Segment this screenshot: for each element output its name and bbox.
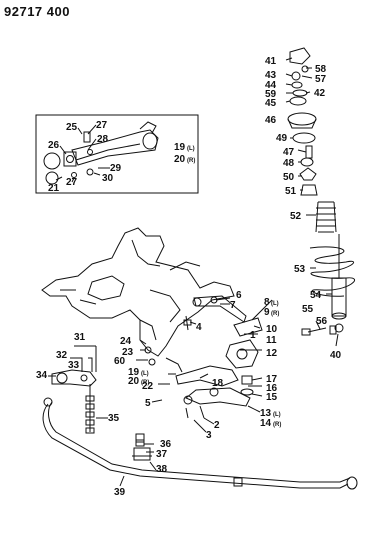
callout-35: 35 <box>108 413 120 424</box>
callout-36: 36 <box>160 439 172 450</box>
callout-31: 31 <box>74 332 86 343</box>
stabilizer-link-assembly <box>48 345 108 434</box>
callout-37: 37 <box>156 449 168 460</box>
callout-21: 21 <box>48 183 60 194</box>
callout-12: 12 <box>266 348 278 359</box>
callout-23: 23 <box>122 347 134 358</box>
callout-42: 42 <box>314 88 326 99</box>
callout-3: 3 <box>206 430 212 441</box>
callout-18: 18 <box>212 378 224 389</box>
callout-32: 32 <box>56 350 68 361</box>
callout-57: 57 <box>315 74 327 85</box>
callout-1: 1 <box>250 330 256 341</box>
callout-49: 49 <box>276 133 288 144</box>
callout-20-main-suffix: (R) <box>141 380 149 386</box>
callout-6: 6 <box>236 290 242 301</box>
callout-19-main: 19 <box>128 367 140 378</box>
callout-34: 34 <box>36 370 48 381</box>
callout-13: 13 <box>260 408 272 419</box>
stabilizer-bar <box>42 397 358 490</box>
callout-60: 60 <box>114 356 126 367</box>
callout-4: 4 <box>196 322 202 333</box>
callout-8-suffix: (L) <box>271 301 279 307</box>
callout-52: 52 <box>290 211 302 222</box>
callout-48: 48 <box>283 158 295 169</box>
callout-8: 8 <box>264 297 270 308</box>
callout-54: 54 <box>310 290 322 301</box>
callout-19-main-suffix: (L) <box>141 371 149 377</box>
callout-25: 25 <box>66 122 78 133</box>
callout-47: 47 <box>283 147 295 158</box>
callout-13-suffix: (L) <box>273 412 281 418</box>
callout-59: 59 <box>265 89 277 100</box>
callout-55: 55 <box>302 304 314 315</box>
callout-39: 39 <box>114 487 126 498</box>
callout-20-inset: 20 <box>174 154 186 165</box>
callout-33: 33 <box>68 360 80 371</box>
callout-24: 24 <box>120 336 132 347</box>
callout-50: 50 <box>283 172 295 183</box>
callout-10: 10 <box>266 324 278 335</box>
callout-28: 28 <box>97 134 109 145</box>
callout-2: 2 <box>214 420 220 431</box>
callout-20-inset-suffix: (R) <box>187 158 195 164</box>
callout-26: 26 <box>48 140 60 151</box>
diagram-code: 92717 400 <box>4 4 70 19</box>
callout-14-suffix: (R) <box>273 422 281 428</box>
callout-27-upper: 27 <box>96 120 108 131</box>
strut-assembly <box>285 47 355 347</box>
callout-17: 17 <box>266 374 278 385</box>
callout-38: 38 <box>156 464 168 475</box>
callout-20-main: 20 <box>128 376 140 387</box>
callout-40: 40 <box>330 350 342 361</box>
callout-45: 45 <box>265 98 277 109</box>
inset-detail-box <box>35 114 199 194</box>
callout-19-inset: 19 <box>174 142 186 153</box>
callout-30: 30 <box>102 173 114 184</box>
callout-44: 44 <box>265 80 277 91</box>
frame-outline <box>41 227 235 357</box>
callout-56: 56 <box>316 316 328 327</box>
callout-22: 22 <box>142 381 154 392</box>
callout-7: 7 <box>230 300 236 311</box>
callout-labels: 41 58 43 57 44 59 42 45 46 49 47 48 50 5… <box>36 56 342 498</box>
callout-19-inset-suffix: (L) <box>187 146 195 152</box>
callout-41: 41 <box>265 56 277 67</box>
callout-46: 46 <box>265 115 277 126</box>
callout-51: 51 <box>285 186 297 197</box>
callout-11: 11 <box>266 335 277 346</box>
lower-arm-assembly <box>136 339 263 433</box>
callout-43: 43 <box>265 70 277 81</box>
callout-16: 16 <box>266 383 278 394</box>
callout-29: 29 <box>110 163 122 174</box>
callout-27-lower: 27 <box>66 177 78 188</box>
upper-arm-assembly <box>183 295 273 351</box>
callout-58: 58 <box>315 64 327 75</box>
callout-53: 53 <box>294 264 306 275</box>
callout-15: 15 <box>266 392 278 403</box>
callout-9-suffix: (R) <box>271 311 279 317</box>
callout-9: 9 <box>264 307 270 318</box>
callout-14: 14 <box>260 418 272 429</box>
callout-5: 5 <box>145 398 151 409</box>
